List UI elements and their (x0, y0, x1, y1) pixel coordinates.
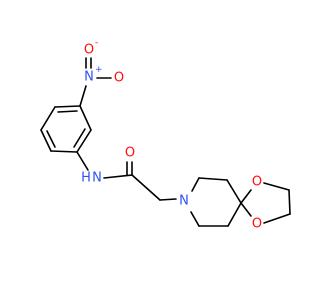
bond-benz-c1-c2 (54, 105, 81, 108)
bond-pip-c-bot-n (190, 211, 200, 227)
bond-pip-spiro-c-botright (227, 202, 242, 227)
amide-hydrogen-label: H (81, 171, 91, 186)
bond-pip-c-top-c-topright (198, 177, 228, 181)
bonds (40, 57, 291, 227)
bond-o-bottom-spiro (240, 202, 252, 217)
nitro-oxygen-right-label: O (114, 71, 124, 86)
bond-ch2-ch2 (288, 189, 291, 215)
bond-amide-n-carbonyl-c (103, 174, 133, 179)
bond-benz-c3-c4 (40, 129, 52, 152)
nitro-nitrogen-charge: + (95, 65, 103, 75)
bond-benz-c2-c3 (40, 106, 56, 131)
bond-carbonyl-c-ch2 (131, 174, 161, 201)
bond-benz-c5-c6-inner (73, 128, 86, 148)
bond-ring-to-amide-n (76, 151, 89, 171)
carbonyl-oxygen-label: O (125, 146, 135, 161)
amide-nitrogen-label: N (92, 171, 102, 186)
bond-benz-c6-c1 (79, 105, 92, 131)
ring-nitrogen-label: N (179, 194, 189, 209)
dioxolane-oxygen-top-label: O (252, 175, 262, 190)
atom-labels: N + O - O H N O N O O (81, 38, 262, 232)
nitro-nitrogen-label: N (84, 70, 94, 85)
bond-benz-c3-c4-inner (46, 130, 56, 148)
bond-pip-c-topright-spiro (226, 179, 242, 204)
molecule-diagram: N + O - O H N O N O O (40, 38, 291, 232)
bond-pip-n-c-top (191, 177, 200, 192)
bond-benz-c5-c6 (76, 129, 92, 153)
nitro-oxygen-top-label: O (84, 43, 94, 58)
bond-benz-c1-c2-inner (57, 110, 78, 113)
bond-ch2-ring-n (159, 198, 177, 201)
nitro-oxygen-top-charge: - (95, 38, 98, 48)
dioxolane-oxygen-bottom-label: O (252, 217, 262, 232)
bond-ring-to-nitro-n (79, 85, 87, 107)
bond-o-top-ch2 (263, 182, 290, 191)
bond-benz-c4-c5 (50, 150, 78, 153)
bond-spiro-o-top (240, 189, 252, 204)
bond-ch2-o-bottom (263, 213, 291, 224)
